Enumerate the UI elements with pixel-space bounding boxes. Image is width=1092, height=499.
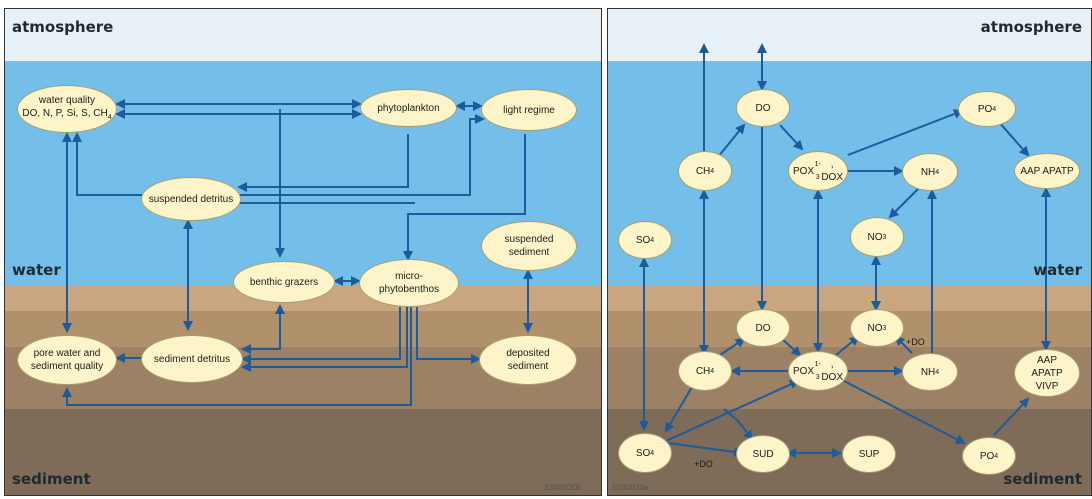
sud-node: SUD: [736, 435, 790, 473]
nh4-top-text: NH: [920, 166, 936, 178]
pore-water-line1: pore water and: [33, 348, 101, 359]
pore-water-line2: sediment quality: [30, 361, 104, 372]
plus-do-label-1: +DO: [906, 337, 925, 347]
do-bottom-node: DO: [736, 309, 790, 347]
suspended-sediment-line2: sediment: [508, 247, 550, 258]
nh4-bottom-sub: 4: [935, 368, 940, 376]
water-label: water: [12, 261, 61, 279]
deposited-sediment-line2: sediment: [507, 361, 549, 372]
so4-top-text: SO: [635, 234, 651, 246]
water-quality-title: water quality: [38, 95, 96, 106]
po4-top-text: PO: [977, 103, 993, 115]
po4-top-sub: 4: [992, 105, 997, 113]
pox-top-sub: 1-3: [814, 161, 821, 181]
microphytobenthos-line1: micro-: [395, 271, 423, 282]
pore-water-node: pore water and sediment quality: [17, 335, 117, 385]
ch4-bottom-sub: 4: [710, 367, 715, 375]
suspended-sediment-line1: suspended: [504, 234, 554, 245]
atmosphere-label: atmosphere: [12, 18, 114, 36]
no3-bottom-text: NO: [867, 322, 883, 334]
deposited-sediment-node: deposited sediment: [479, 335, 577, 385]
pox-bottom-sub: 1-3: [814, 361, 821, 381]
no3-bottom-sub: 3: [882, 324, 887, 332]
microphytobenthos-line2: phytobenthos: [378, 284, 440, 295]
sediment-detritus-node: sediment detritus: [141, 335, 243, 383]
pox-bottom-rest: , DOX: [821, 359, 843, 383]
figure-code-right: E040630a: [612, 483, 649, 492]
sediment-label-right: sediment: [1003, 470, 1082, 488]
water-label-right: water: [1033, 261, 1082, 279]
pox-top-text: POX: [793, 165, 815, 177]
deposited-sediment-line1: deposited: [506, 348, 550, 359]
aap-bottom-line1: AAP: [1036, 354, 1057, 366]
no3-top-sub: 3: [882, 233, 887, 241]
atmosphere-layer-right: [608, 9, 1091, 61]
benthic-grazers-node: benthic grazers: [233, 261, 335, 303]
right-diagram-panel: atmosphere water sediment E040630a DO PO…: [607, 8, 1092, 496]
left-arrows: [62, 99, 533, 406]
nh4-bottom-text: NH: [920, 366, 936, 378]
plus-do-label-2: +DO: [694, 459, 713, 469]
po4-bottom-text: PO: [979, 450, 995, 462]
ch4-top-text: CH: [695, 165, 711, 177]
atmosphere-layer: [5, 9, 601, 61]
sediment-layer-4: [5, 409, 601, 495]
aap-top-node: AAP APATP: [1014, 153, 1080, 189]
figure-code: E040630b: [545, 483, 582, 492]
microphytobenthos-node: micro-phytobenthos: [359, 259, 459, 307]
suspended-detritus-node: suspended detritus: [141, 177, 241, 221]
water-quality-list: DO, N, P, Si, S, CH: [22, 108, 108, 119]
aap-bottom-line2: APATP VIVP: [1031, 367, 1063, 392]
phytoplankton-node: phytoplankton: [360, 89, 457, 127]
light-regime-node: light regime: [481, 89, 577, 131]
no3-top-text: NO: [867, 231, 883, 243]
water-quality-sub: 4: [107, 114, 112, 121]
so4-top-sub: 4: [650, 236, 655, 244]
so4-bottom-text: SO: [635, 447, 651, 459]
sup-node: SUP: [842, 435, 896, 473]
pox-top-rest: , DOX: [821, 159, 843, 183]
so4-bottom-sub: 4: [650, 449, 655, 457]
nh4-top-sub: 4: [935, 168, 940, 176]
ch4-top-sub: 4: [710, 167, 715, 175]
right-diagram-canvas: [608, 9, 1091, 495]
ch4-bottom-text: CH: [695, 365, 711, 377]
do-top-node: DO: [736, 89, 790, 127]
right-arrows: [639, 43, 1051, 458]
water-quality-node: water quality DO, N, P, Si, S, CH4: [17, 85, 117, 133]
water-quality-species: DO, N, P, Si, S, CH4: [22, 107, 111, 124]
atmosphere-label-right: atmosphere: [980, 18, 1082, 36]
po4-bottom-sub: 4: [994, 452, 999, 460]
sediment-layer-right-1: [608, 285, 1091, 311]
suspended-sediment-node: suspended sediment: [481, 221, 577, 271]
pox-bottom-text: POX: [793, 365, 815, 377]
left-diagram-panel: atmosphere water sediment E040630b water…: [4, 8, 602, 496]
sediment-label: sediment: [12, 470, 91, 488]
